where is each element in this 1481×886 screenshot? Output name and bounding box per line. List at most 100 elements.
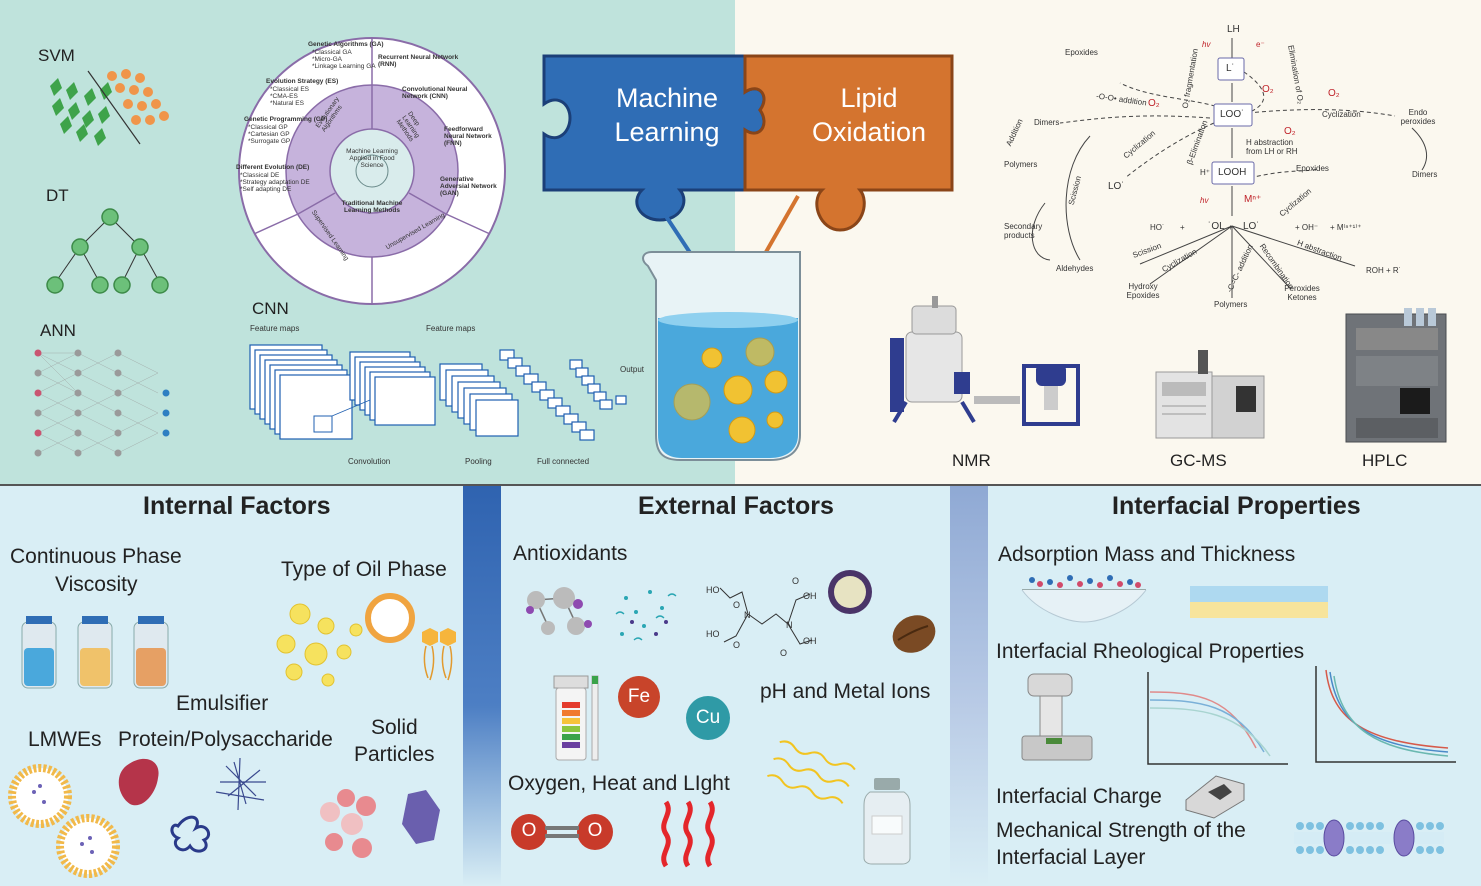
oil-phase-label: Type of Oil Phase	[281, 558, 447, 581]
dt-label: DT	[46, 186, 69, 205]
fe-ion-icon	[618, 676, 660, 718]
ox-mn: Mⁿ⁺	[1244, 194, 1262, 205]
edta-n-1: N	[744, 610, 751, 620]
ox-dimers1: Dimers	[1034, 118, 1060, 127]
ox-secondary: Secondary products	[1004, 222, 1043, 240]
wheel-gp-item: *Classical GP	[248, 124, 288, 131]
ph-strip-icon	[553, 675, 599, 761]
mech-strength-label-2: Interfacial Layer	[996, 846, 1146, 869]
gcms-instrument-icon	[1155, 350, 1265, 439]
edta-n-2: N	[786, 620, 793, 630]
ox-lo2: LO˙	[1108, 181, 1125, 192]
oxidation-scheme	[1031, 38, 1428, 298]
edta-o-1: O	[733, 600, 741, 610]
puzzle-ml-line2: Learning	[614, 117, 720, 147]
ox-polymers2: Polymers	[1214, 300, 1248, 309]
glass-bottle-icon	[863, 778, 911, 865]
wheel-es-item: *CMA-ES	[270, 93, 298, 100]
protein-polysaccharide-icon	[118, 757, 266, 853]
continuous-phase-label: Continuous Phase	[10, 545, 182, 568]
antioxidant-molecules-icon	[526, 587, 677, 641]
ox-metal: + M⁽ⁿ⁺¹⁾⁺	[1330, 223, 1362, 232]
edta-oh-1: OH	[803, 591, 817, 601]
ox-endo: Endo peroxides	[1400, 108, 1436, 126]
internal-factors-title: Internal Factors	[143, 492, 331, 520]
oxygen-left-label: O	[521, 820, 537, 841]
oxygen-bond-2	[545, 834, 579, 838]
viscosity-bottles-icon	[21, 616, 169, 689]
puzzle-ml-line1: Machine	[615, 83, 719, 113]
divider-line	[0, 484, 1481, 486]
wheel-de-title: Different Evolution (DE)	[236, 164, 310, 171]
mech-strength-label-1: Mechanical Strength of the	[996, 819, 1246, 842]
oxygen-heat-light-label: Oxygen, Heat and LIght	[508, 772, 730, 795]
ox-l-radical: L˙	[1226, 63, 1235, 74]
fruit-icon	[828, 570, 936, 653]
ox-polymers1: Polymers	[1004, 160, 1038, 169]
wheel-traditional: Traditional Machine Learning Methods	[341, 200, 403, 214]
ox-hydroxy: Hydroxy Epoxides	[1126, 282, 1160, 300]
cnn-convolution: Convolution	[348, 457, 391, 466]
lmwes-label: LMWEs	[28, 728, 102, 751]
ox-hv1: hv	[1202, 40, 1211, 49]
edta-oh-2: OH	[803, 636, 817, 646]
viscosity-label: Viscosity	[55, 573, 138, 596]
lmwes-micelles-icon	[8, 764, 120, 878]
cnn-diagram	[249, 344, 627, 441]
ox-hv2: hv	[1200, 196, 1209, 205]
wheel-ga-item: *Micro-GA	[312, 56, 342, 63]
puzzle-pieces	[542, 54, 954, 232]
factors-panel-background	[0, 486, 1481, 886]
heat-waves-icon	[661, 800, 715, 868]
ox-o2d: O₂	[1284, 126, 1296, 137]
ox-epoxides1: Epoxides	[1065, 48, 1098, 57]
puzzle-machine-learning: Machine Learning	[582, 81, 752, 149]
cu-ion-label: Cu	[695, 707, 721, 728]
wheel-de-item: *Strategy adaptation DE	[240, 179, 310, 186]
ox-cyclization1: Cyclization	[1322, 110, 1361, 119]
wheel-gan: Generative Adversial Network (GAN)	[440, 176, 497, 197]
ox-habs1: H abstraction from LH or RH	[1246, 138, 1298, 156]
cnn-pooling: Pooling	[465, 457, 492, 466]
puzzle-lo-line2: Oxidation	[811, 117, 927, 147]
cnn-feature-maps-2: Feature maps	[426, 324, 476, 333]
oil-droplets-icon	[276, 593, 456, 687]
ox-h-plus: H⁺	[1200, 168, 1210, 177]
emulsifier-label: Emulsifier	[176, 692, 269, 715]
edta-ho-1: HO	[706, 585, 720, 595]
wheel-de-item: *Classical DE	[240, 172, 280, 179]
ann-label: ANN	[40, 321, 76, 340]
edta-o-3: O	[733, 640, 741, 650]
ox-eminus: e⁻	[1256, 40, 1265, 49]
wheel-ga-title: Genetic Algorithms (GA)	[308, 41, 384, 48]
cnn-feature-maps-1: Feature maps	[250, 324, 300, 333]
puzzle-lipid-oxidation: Lipid Oxidation	[784, 81, 954, 149]
gcms-label: GC-MS	[1170, 451, 1227, 470]
ox-peroxides-ketones: Peroxides Ketones	[1284, 284, 1320, 302]
wheel-rnn: Recurrent Neural Network (RNN)	[378, 54, 459, 68]
rheology-chart-2	[1315, 666, 1456, 763]
nmr-label: NMR	[952, 451, 991, 470]
section-separator-2	[950, 486, 988, 886]
wheel-de-item: *Self adapting DE	[240, 186, 292, 193]
ml-methods-wheel	[238, 37, 506, 305]
rheology-label: Interfacial Rheological Properties	[996, 640, 1305, 663]
hplc-instrument-icon	[1345, 308, 1447, 443]
particles-label: Particles	[354, 743, 435, 766]
oxygen-right-label: O	[587, 820, 603, 841]
ox-roh: ROH + R˙	[1366, 266, 1402, 275]
cu-ion-icon	[686, 696, 730, 740]
oxygen-atom-right	[577, 814, 613, 850]
ox-o2a: O₂	[1148, 98, 1160, 109]
cnn-full-connected: Full connected	[537, 457, 590, 466]
adsorption-icon	[1021, 575, 1328, 623]
ox-loo-radical: LOO˙	[1220, 109, 1245, 120]
nmr-instrument-icon	[890, 296, 1080, 426]
wheel-cnn: Convolutional Neural Network (CNN)	[402, 86, 468, 100]
section-separator-1	[463, 486, 501, 886]
wheel-gp-title: Genetic Programming (GP)	[244, 116, 328, 123]
wheel-gp-item: *Cartesian GP	[248, 131, 290, 138]
rheology-chart-1	[1147, 672, 1288, 765]
ox-lh: LH	[1227, 24, 1240, 35]
neural-network-icon	[34, 349, 170, 457]
